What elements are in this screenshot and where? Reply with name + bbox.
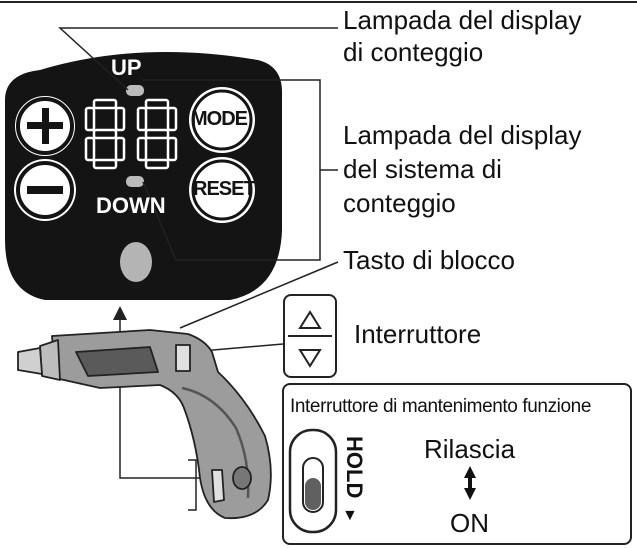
arrow-up-small-icon [464, 466, 476, 478]
minus-icon [27, 186, 63, 194]
counter-lamp-label-1: Lampada del display [343, 5, 582, 35]
screwdriver-drawing [17, 329, 272, 520]
lock-button[interactable] [120, 242, 152, 282]
system-lamp [126, 176, 144, 187]
reset-button[interactable] [189, 157, 255, 223]
triangle-down-icon [298, 349, 322, 368]
on-label: ON [450, 508, 489, 538]
hold-arrow-icon: ▼ [342, 507, 358, 524]
system-lamp-label-1: Lampada del display [343, 120, 582, 150]
plus-button[interactable] [13, 94, 77, 158]
system-lamp-label-3: conteggio [343, 188, 456, 218]
counter-lamp-label-2: di conteggio [343, 37, 484, 67]
triangle-up-icon [298, 310, 322, 329]
display-segment [136, 106, 148, 132]
seven-segment-display [84, 98, 178, 170]
display-segment [114, 136, 126, 162]
display-segment [166, 136, 178, 162]
display-segment [144, 158, 170, 170]
arrow-down-small-icon [464, 488, 476, 500]
lock-button-label: Tasto di blocco [343, 245, 515, 275]
display-segment [144, 128, 170, 140]
display-segment [114, 106, 126, 132]
mode-button[interactable] [189, 87, 255, 153]
display-segment [136, 136, 148, 162]
system-lamp-label-2: del sistema di [343, 154, 502, 184]
arrow-up [113, 306, 127, 320]
display-segment [166, 106, 178, 132]
plus-icon [27, 108, 63, 144]
display-segment [84, 136, 96, 162]
up-label: UP [111, 55, 142, 80]
display-segment [144, 98, 170, 110]
hold-inset [282, 383, 632, 545]
release-label: Rilascia [424, 434, 516, 464]
display-segment [92, 98, 118, 110]
switch-box [283, 294, 337, 378]
display-segment [92, 158, 118, 170]
inset-title: Interruttore di mantenimento funzione [290, 396, 591, 417]
down-label: DOWN [96, 193, 166, 218]
control-panel [5, 52, 282, 300]
hold-label: HOLD [342, 436, 367, 499]
display-segment [84, 106, 96, 132]
minus-button[interactable] [14, 159, 76, 221]
reset-label: RESET [193, 178, 256, 200]
display-segment [92, 128, 118, 140]
switch-label: Interruttore [354, 319, 482, 349]
mode-label: MODE [191, 108, 248, 130]
counter-lamp [126, 85, 144, 96]
